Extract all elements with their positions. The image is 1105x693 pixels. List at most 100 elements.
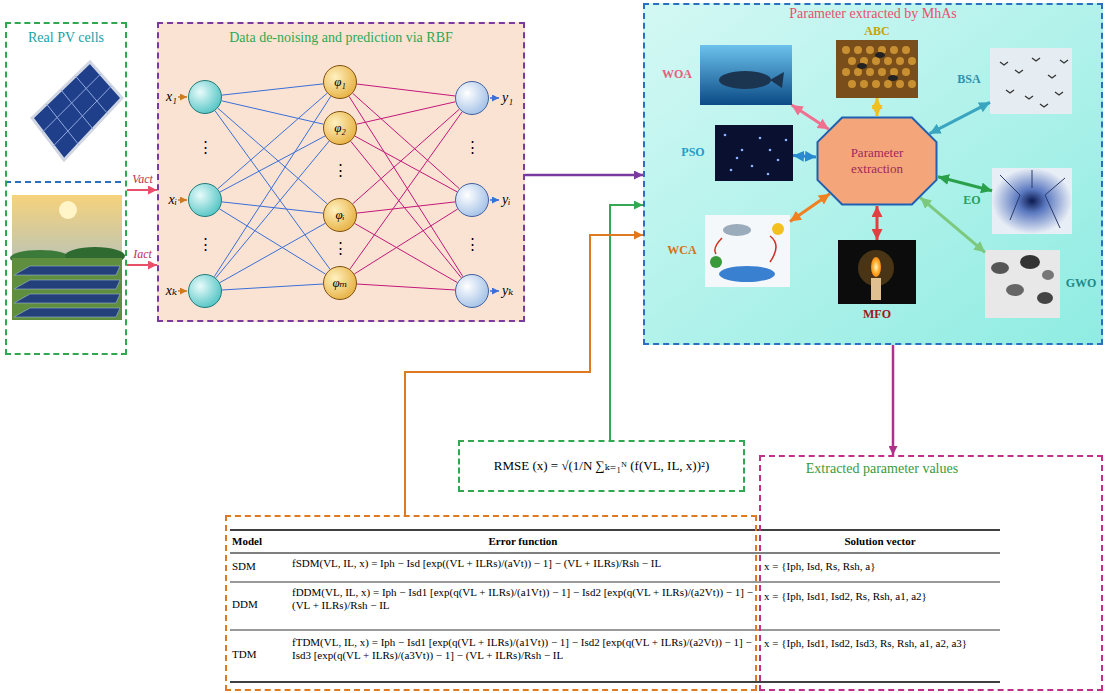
- table-cell: x = {Iph, Isd1, Isd2, Rs, Rsh, a1, a2}: [764, 590, 998, 603]
- equilibrium-picture: [992, 168, 1072, 234]
- bee-colony-picture: [875, 52, 885, 58]
- panel-fill: [157, 22, 525, 322]
- table-cell: x = {Iph, Isd1, Isd2, Isd3, Rs, Rsh, a1,…: [764, 637, 998, 650]
- neuron-label: φₘ: [324, 267, 356, 299]
- bird-swarm-picture: [1032, 58, 1040, 61]
- double-arrow: [930, 102, 990, 133]
- extracted-values-box: Extracted parameter valuesSolution vecto…: [759, 455, 1103, 691]
- algorithm-image: EO: [992, 168, 1072, 234]
- bee-colony-picture: [878, 68, 886, 76]
- panel-title: Parameter extracted by MhAs: [643, 6, 1103, 23]
- vertical-ellipsis: ⋮: [332, 241, 348, 256]
- algorithm-image: WOA: [700, 45, 792, 105]
- grey-wolf-picture: [985, 250, 1060, 318]
- bee-colony-picture: [872, 57, 880, 65]
- bird-swarm-picture: [1015, 70, 1023, 73]
- bee-colony-picture: [848, 80, 856, 88]
- algorithm-image: ABC: [836, 40, 918, 98]
- vertical-ellipsis: ⋮: [197, 140, 213, 155]
- hidden-neuron: φᵢ: [323, 198, 357, 232]
- algorithm-name: GWO: [1061, 276, 1101, 290]
- pv-farm-picture: [10, 195, 125, 320]
- network-link: [354, 209, 457, 274]
- bee-colony-picture: [836, 40, 918, 98]
- particle-swarm-picture: [785, 139, 788, 142]
- particle-swarm-picture: [777, 159, 780, 162]
- table-header: Model: [232, 535, 290, 548]
- network-link: [216, 141, 329, 278]
- panel-title: Data de-noising and prediction via RBF: [157, 30, 525, 47]
- water-cycle-picture: [772, 223, 784, 235]
- neuron-label: φ₂: [324, 112, 356, 144]
- equilibrium-picture: [992, 168, 1072, 234]
- bee-colony-picture: [890, 68, 898, 76]
- network-link: [351, 141, 462, 278]
- pv-farm-picture: [14, 308, 120, 317]
- water-cycle-picture: [715, 236, 776, 262]
- bee-colony-picture: [857, 63, 867, 69]
- network-link: [222, 84, 323, 95]
- table-rule: [230, 582, 1000, 583]
- network-link: [349, 96, 463, 276]
- bird-swarm-picture: [1000, 62, 1008, 65]
- bee-colony-picture: [902, 46, 910, 54]
- bee-colony-picture: [854, 68, 862, 76]
- leader-arrow: [178, 97, 187, 291]
- network-link: [218, 93, 327, 189]
- bee-colony-picture: [896, 57, 904, 65]
- bee-colony-picture: [860, 80, 868, 88]
- leader-arrow: [490, 98, 499, 291]
- hidden-neuron: φ₂: [323, 111, 357, 145]
- bee-colony-picture: [866, 68, 874, 76]
- double-arrow: [876, 98, 879, 116]
- moth-flame-picture: [871, 257, 881, 277]
- bird-swarm-picture: [990, 48, 1072, 114]
- network-link: [350, 112, 462, 269]
- bird-swarm-picture: [1006, 90, 1014, 93]
- double-arrow: [792, 105, 829, 129]
- leader-arrow: [178, 290, 187, 292]
- vertical-ellipsis: ⋮: [464, 237, 480, 252]
- flow-arrow: [610, 205, 643, 440]
- metaheuristic-panel: Parameter extracted by MhAsParameter ext…: [643, 3, 1103, 345]
- pv-farm-picture: [14, 266, 120, 275]
- whale-picture: [700, 45, 792, 105]
- bee-colony-picture: [908, 57, 916, 65]
- network-link: [222, 101, 324, 124]
- water-cycle-picture: [705, 215, 790, 287]
- equilibrium-picture: [1000, 170, 1065, 228]
- flow-arrow: [892, 345, 895, 455]
- network-link: [353, 109, 460, 203]
- table-cell: x = {Iph, Isd, Rs, Rsh, a}: [764, 560, 998, 573]
- output-neuron: y₁: [455, 81, 489, 115]
- formula-text: fTDM(VL, IL, x) = Iph − Isd1 [exp(q(VL +…: [292, 636, 754, 662]
- particle-swarm-picture: [751, 165, 754, 168]
- bee-colony-picture: [888, 75, 898, 81]
- grey-wolf-picture: [1037, 292, 1053, 304]
- bee-colony-picture: [896, 80, 904, 88]
- particle-swarm-picture: [736, 157, 739, 160]
- table-cell: DDM: [232, 598, 290, 611]
- table-rule: [230, 529, 1000, 531]
- signal-name: Vact: [128, 173, 157, 186]
- moth-flame-picture: [838, 240, 916, 304]
- solar-panel-picture: [32, 62, 122, 160]
- solar-panel-picture: [43, 74, 101, 132]
- table-rule: [230, 530, 1000, 682]
- grey-wolf-picture: [1020, 255, 1040, 269]
- bird-swarm-picture: [1048, 75, 1056, 78]
- algorithm-image: MFO: [838, 240, 916, 304]
- grey-wolf-picture: [985, 250, 1060, 318]
- leader-arrow: [490, 97, 499, 99]
- moth-flame-picture: [838, 240, 916, 304]
- divider-line: [5, 181, 127, 183]
- table-header: Solution vector: [762, 535, 998, 548]
- whale-picture: [719, 71, 771, 89]
- leader-arrow: [178, 96, 187, 98]
- signal-name: Iact: [128, 248, 157, 261]
- hidden-neuron: φ₁: [323, 65, 357, 99]
- solar-panel-picture: [47, 104, 79, 145]
- output-neuron: yₖ: [455, 274, 489, 308]
- bee-colony-picture: [890, 46, 898, 54]
